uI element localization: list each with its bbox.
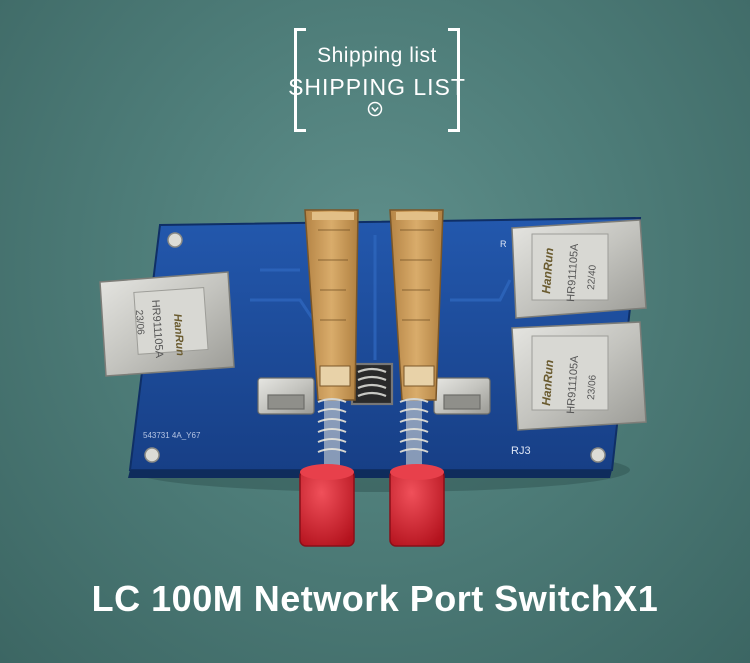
silk-code-label: 543731 4A_Y67: [143, 431, 201, 440]
button-cap-left: [299, 464, 355, 547]
svg-text:HR911105A: HR911105A: [149, 299, 165, 359]
plunger-right: [406, 400, 422, 472]
svg-text:23/06: 23/06: [133, 309, 146, 335]
pcb-edge: [128, 470, 612, 478]
r-mark-label: R: [500, 239, 507, 249]
rj45-jack-right-bottom: HanRun HR911105A 23/06: [511, 321, 647, 431]
svg-text:HanRun: HanRun: [539, 247, 556, 294]
svg-text:HR911105A: HR911105A: [565, 355, 581, 415]
shipping-list-frame: Shipping list SHIPPING LIST: [288, 28, 465, 132]
center-spring: [350, 362, 394, 406]
switch-bracket-right: [433, 377, 491, 415]
product-caption: LC 100M Network Port SwitchX1: [91, 578, 659, 619]
rj45-jack-right-top: HanRun HR911105A 22/40: [511, 219, 647, 319]
svg-text:HanRun: HanRun: [171, 313, 186, 356]
shipping-list-subtitle: SHIPPING LIST: [288, 74, 466, 100]
switch-bracket-left: [257, 377, 315, 415]
frame-bracket-right: [448, 28, 460, 132]
rj45-jack-left: HanRun HR911105A 23/06: [99, 271, 235, 377]
switch-body-right: [389, 209, 444, 401]
switch-body-left: [304, 209, 359, 401]
shipping-list-title: Shipping list: [317, 44, 437, 67]
mounting-hole: [144, 447, 160, 463]
mounting-hole: [167, 232, 183, 248]
plunger-left: [324, 400, 340, 472]
svg-text:HanRun: HanRun: [539, 359, 556, 406]
svg-text:HR911105A: HR911105A: [565, 243, 581, 303]
frame-bracket-left: [294, 28, 306, 132]
chevron-down-circle-icon: [367, 101, 383, 117]
svg-text:23/06: 23/06: [586, 374, 599, 400]
button-cap-right: [389, 464, 445, 547]
svg-text:22/40: 22/40: [586, 264, 599, 290]
rj3-label: RJ3: [511, 445, 531, 457]
mounting-hole: [590, 447, 606, 463]
